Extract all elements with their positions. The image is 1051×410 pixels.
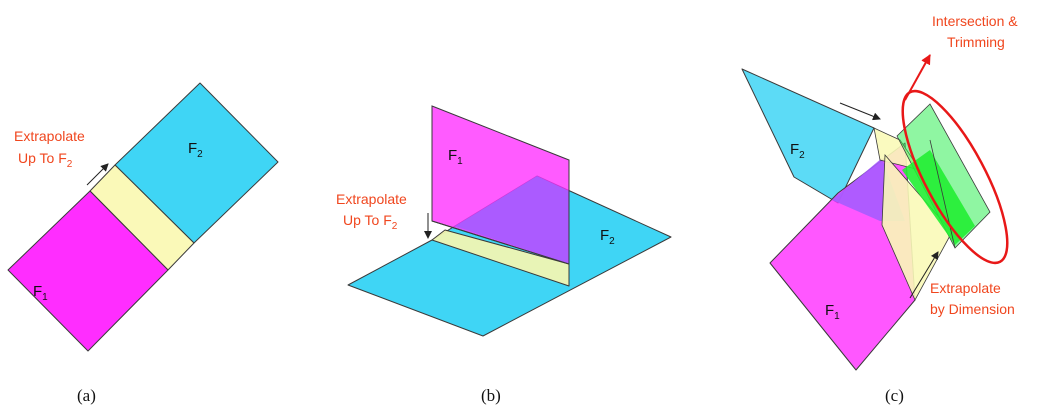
- panel-c-annotation-top-line2: Trimming: [947, 34, 1005, 50]
- panel-b: Extrapolate Up To F2 F1 F2 (b): [336, 105, 672, 405]
- panel-c-annotation-bottom-line1: Extrapolate: [930, 280, 1001, 296]
- panel-a-label-f2: F2: [188, 140, 203, 160]
- panel-a-face-f1: [7, 190, 169, 352]
- panel-b-overlap: [455, 176, 569, 264]
- panel-a-caption: (a): [77, 386, 96, 405]
- panel-a-arrow: [86, 163, 109, 186]
- panel-c-label-f2: F2: [790, 141, 805, 161]
- panel-c: Intersection & Trimming Extrapolate by D…: [741, 13, 1018, 405]
- panel-b-edge: [431, 220, 570, 265]
- panel-a-annotation-line2: Up To F2: [18, 150, 73, 170]
- panel-b-annotation-line2: Up To F2: [343, 212, 398, 232]
- panel-c-trim-arrow: [904, 54, 931, 101]
- panel-b-caption: (b): [481, 386, 501, 405]
- panel-c-annotation-top-line1: Intersection &: [932, 13, 1018, 29]
- panel-c-label-f1: F1: [825, 302, 840, 322]
- panel-c-arrow-top: [839, 102, 881, 121]
- panel-b-annotation-line1: Extrapolate: [336, 191, 407, 207]
- panel-a: Extrapolate Up To F2 F2 F1 (a): [7, 82, 279, 405]
- panel-a-annotation-line1: Extrapolate: [14, 128, 85, 144]
- panel-b-label-f1: F1: [448, 147, 463, 167]
- panel-b-label-f2: F2: [600, 227, 615, 247]
- panel-a-label-f1: F1: [33, 283, 48, 303]
- panel-c-edge: [929, 139, 956, 249]
- panel-c-annotation-bottom-line2: by Dimension: [930, 301, 1015, 317]
- panel-c-caption: (c): [885, 386, 904, 405]
- panel-c-arrow-bottom: [909, 251, 939, 299]
